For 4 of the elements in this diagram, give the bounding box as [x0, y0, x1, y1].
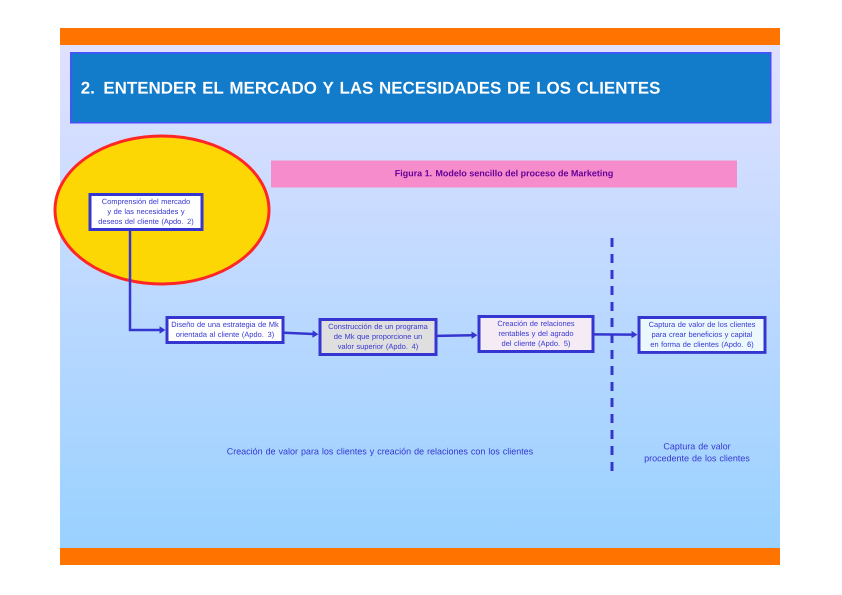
- stage-label: Creación de valor para los clientes y creación de relaciones con los clientes: [227, 448, 533, 456]
- stage-label: Captura de valor procedente de los clientes: [644, 442, 750, 464]
- figure-caption: Figura 1. Modelo sencillo del proceso de Marketing: [271, 160, 737, 188]
- title-band: 2. ENTENDER EL MERCADO Y LAS NECESIDADES DE LOS CLIENTES: [70, 52, 772, 124]
